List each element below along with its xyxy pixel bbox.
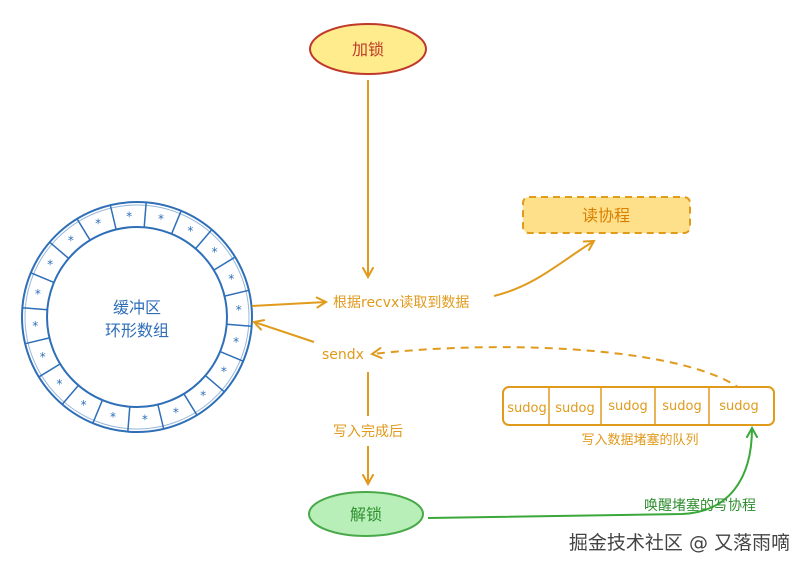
ring-slot-mark: * [212, 245, 218, 259]
ring-slot-divider [24, 337, 50, 345]
ring-slot-mark: * [228, 272, 234, 286]
ring-slot-divider [127, 406, 131, 432]
ring-slot-divider [213, 256, 236, 271]
sudog-item: sudog [608, 399, 647, 414]
read-coroutine-node: 读协程 [522, 196, 691, 234]
buffer-label-line1: 缓冲区 [113, 298, 161, 317]
ring-slot-divider [157, 404, 165, 430]
ring-slot-mark: * [187, 224, 193, 238]
ring-slot-divider [224, 289, 250, 297]
ring-slot-divider [61, 384, 80, 405]
ring-slot-mark: * [56, 377, 62, 391]
ring-slot-divider [183, 393, 198, 416]
after-write-label: 写入完成后 [333, 424, 403, 440]
ring-slot-mark: * [158, 212, 164, 226]
watermark: 掘金技术社区 @ 又落雨嘀 [569, 532, 790, 554]
ring-slot-divider [170, 210, 182, 235]
sudog-item: sudog [555, 401, 594, 416]
ring-slot-mark: * [142, 413, 148, 427]
ring-slot-mark: * [236, 303, 242, 317]
ring-slot-divider [204, 374, 225, 393]
ring-slot-divider [109, 204, 117, 230]
ring-slot-mark: * [95, 217, 101, 231]
ring-slot-divider [226, 323, 252, 327]
buffer-label-line2: 环形数组 [105, 321, 169, 340]
ring-slot-mark: * [68, 233, 74, 247]
ring-slot-mark: * [35, 287, 41, 301]
ring-slot-divider [219, 350, 244, 362]
sudog-queue-label: 写入数据堵塞的队列 [581, 432, 698, 448]
ring-slot-divider [30, 272, 55, 284]
sudog-item: sudog [719, 399, 758, 414]
ring-slot-divider [92, 399, 104, 424]
lock-node: 加锁 [309, 23, 427, 75]
arrow-sendx-to-ring [254, 322, 315, 343]
ring-slot-divider [38, 363, 61, 378]
sendx-label: sendx [322, 347, 364, 363]
arrow-ring-to-recvx [251, 302, 326, 306]
unlock-node: 解锁 [308, 491, 424, 537]
wake-writer-label: 唤醒堵塞的写协程 [644, 497, 756, 514]
ring-slot-dividers [22, 202, 252, 432]
ring-slot-divider [194, 229, 213, 250]
ring-slot-mark: * [32, 319, 38, 333]
lock-label: 加锁 [352, 40, 384, 59]
ring-buffer: * * * * * * * * * * * * * * * * * * * * 缓冲区 环形数组 [21, 201, 253, 433]
ring-slot-mark: * [200, 389, 206, 403]
ring-slot-marks: * * * * * * * * * * * * * * * * * * * * [32, 209, 241, 426]
sudog-item: sudog [662, 399, 701, 414]
ring-slot-divider [22, 307, 48, 311]
ring-slot-divider [76, 218, 91, 241]
ring-slot-mark: * [221, 364, 227, 378]
ring-slot-mark: * [40, 350, 46, 364]
sudog-queue: sudog sudog sudog sudog sudog [502, 386, 775, 426]
ring-slot-mark: * [233, 335, 239, 349]
unlock-label: 解锁 [350, 505, 382, 524]
recvx-read-label: 根据recvx读取到数据 [333, 294, 469, 311]
sudog-item: sudog [507, 401, 546, 416]
ring-slot-mark: * [126, 209, 132, 223]
ring-slot-divider [49, 241, 70, 260]
arrow-unlock-to-queue [427, 428, 752, 519]
ring-slot-mark: * [47, 258, 53, 272]
ring-slot-mark: * [173, 405, 179, 419]
ring-slot-mark: * [110, 410, 116, 424]
ring-slot-divider [143, 202, 147, 228]
arrow-recvx-to-read-coroutine [493, 241, 594, 297]
ring-slot-mark: * [81, 398, 87, 412]
read-coroutine-label: 读协程 [582, 206, 630, 225]
arrow-queue-to-sendx [372, 346, 743, 391]
